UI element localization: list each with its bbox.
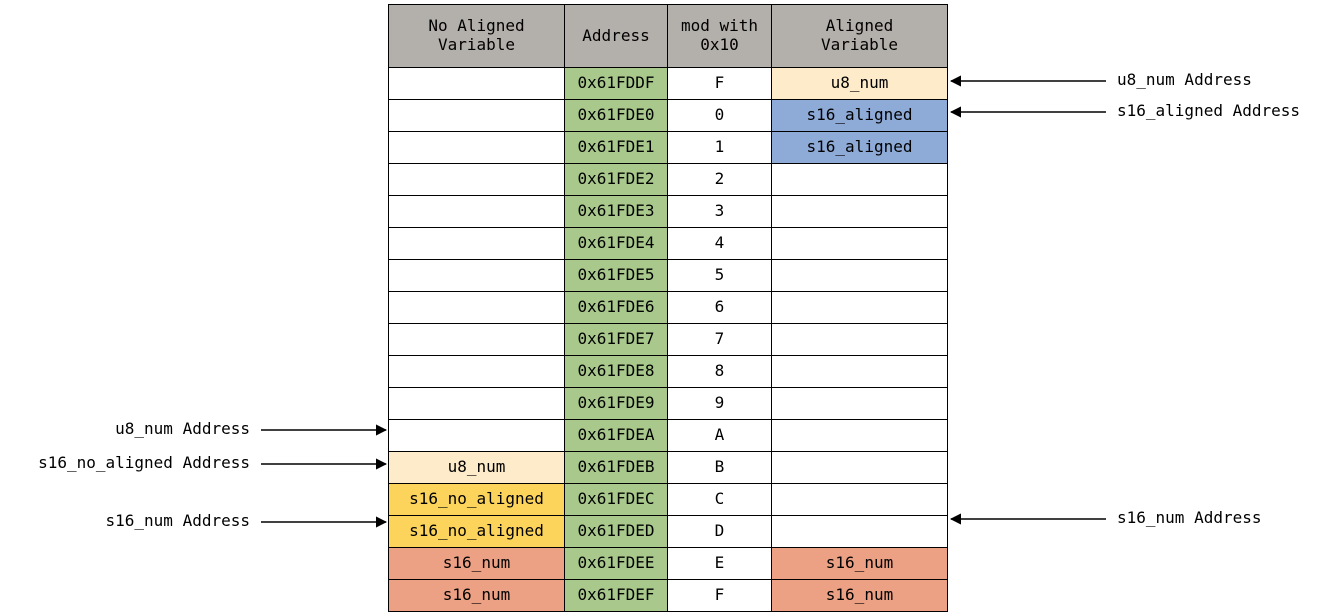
cell-aligned-variable: s16_aligned (771, 99, 948, 132)
cell-no-aligned-variable (388, 99, 565, 132)
header-line: 0x10 (700, 35, 739, 54)
cell-mod-value: 4 (667, 227, 772, 260)
cell-address: 0x61FDE8 (564, 355, 668, 388)
cell-no-aligned-variable (388, 131, 565, 164)
cell-mod-value: 6 (667, 291, 772, 324)
annotation-right-s16-num-address: s16_num Address (1117, 508, 1262, 527)
cell-address: 0x61FDE2 (564, 163, 668, 196)
header-address: Address (564, 4, 668, 68)
header-line: mod with (680, 16, 759, 36)
annotation-arrows (261, 75, 1106, 528)
table-header-row: No Aligned Variable Address mod with 0x1… (388, 4, 948, 68)
cell-aligned-variable (771, 323, 948, 356)
cell-address: 0x61FDE9 (564, 387, 668, 420)
header-line: Aligned (825, 16, 894, 36)
cell-no-aligned-variable (388, 195, 565, 228)
cell-aligned-variable: s16_aligned (771, 131, 948, 164)
header-line: Variable (437, 35, 516, 54)
header-line: Variable (820, 35, 899, 54)
annotation-right-u8-num-address: u8_num Address (1117, 70, 1252, 89)
cell-address: 0x61FDE6 (564, 291, 668, 324)
cell-no-aligned-variable (388, 291, 565, 324)
cell-mod-value: 0 (667, 99, 772, 132)
cell-no-aligned-variable (388, 259, 565, 292)
cell-address: 0x61FDEC (564, 483, 668, 516)
cell-mod-value: C (667, 483, 772, 516)
cell-mod-value: 1 (667, 131, 772, 164)
header-line: No Aligned (428, 16, 525, 36)
cell-aligned-variable (771, 483, 948, 516)
cell-address: 0x61FDE7 (564, 323, 668, 356)
header-aligned-variable: Aligned Variable (771, 4, 948, 68)
cell-aligned-variable (771, 387, 948, 420)
cell-address: 0x61FDE5 (564, 259, 668, 292)
cell-aligned-variable (771, 355, 948, 388)
cell-no-aligned-variable: s16_no_aligned (388, 515, 565, 548)
cell-no-aligned-variable (388, 323, 565, 356)
cell-aligned-variable (771, 259, 948, 292)
cell-no-aligned-variable: u8_num (388, 451, 565, 484)
cell-aligned-variable (771, 419, 948, 452)
cell-aligned-variable (771, 195, 948, 228)
cell-address: 0x61FDE1 (564, 131, 668, 164)
cell-mod-value: F (667, 579, 772, 612)
cell-mod-value: B (667, 451, 772, 484)
annotation-right-s16-aligned-address: s16_aligned Address (1117, 101, 1301, 120)
annotation-left-s16-num-address: s16_num Address (105, 511, 251, 530)
header-line: Address (582, 25, 650, 45)
cell-address: 0x61FDEB (564, 451, 668, 484)
cell-mod-value: D (667, 515, 772, 548)
annotation-left-u8-num-address: u8_num Address (115, 419, 250, 438)
memory-layout-table: No Aligned Variable Address mod with 0x1… (388, 4, 948, 612)
cell-address: 0x61FDED (564, 515, 668, 548)
cell-mod-value: 8 (667, 355, 772, 388)
cell-aligned-variable: s16_num (771, 579, 948, 612)
header-no-aligned-variable: No Aligned Variable (388, 4, 565, 68)
cell-no-aligned-variable: s16_no_aligned (388, 483, 565, 516)
cell-no-aligned-variable (388, 387, 565, 420)
cell-address: 0x61FDE3 (564, 195, 668, 228)
cell-aligned-variable (771, 515, 948, 548)
cell-aligned-variable (771, 163, 948, 196)
cell-aligned-variable (771, 291, 948, 324)
header-mod-with-0x10: mod with 0x10 (667, 4, 772, 68)
cell-aligned-variable: u8_num (771, 67, 948, 100)
cell-mod-value: 7 (667, 323, 772, 356)
cell-address: 0x61FDEF (564, 579, 668, 612)
cell-no-aligned-variable (388, 355, 565, 388)
cell-mod-value: A (667, 419, 772, 452)
cell-mod-value: F (667, 67, 772, 100)
cell-address: 0x61FDE0 (564, 99, 668, 132)
cell-aligned-variable (771, 227, 948, 260)
cell-mod-value: 2 (667, 163, 772, 196)
cell-no-aligned-variable: s16_num (388, 579, 565, 612)
cell-no-aligned-variable (388, 227, 565, 260)
annotation-left-s16-no-aligned-address: s16_no_aligned Address (38, 453, 250, 472)
cell-address: 0x61FDEA (564, 419, 668, 452)
cell-mod-value: 3 (667, 195, 772, 228)
cell-address: 0x61FDDF (564, 67, 668, 100)
